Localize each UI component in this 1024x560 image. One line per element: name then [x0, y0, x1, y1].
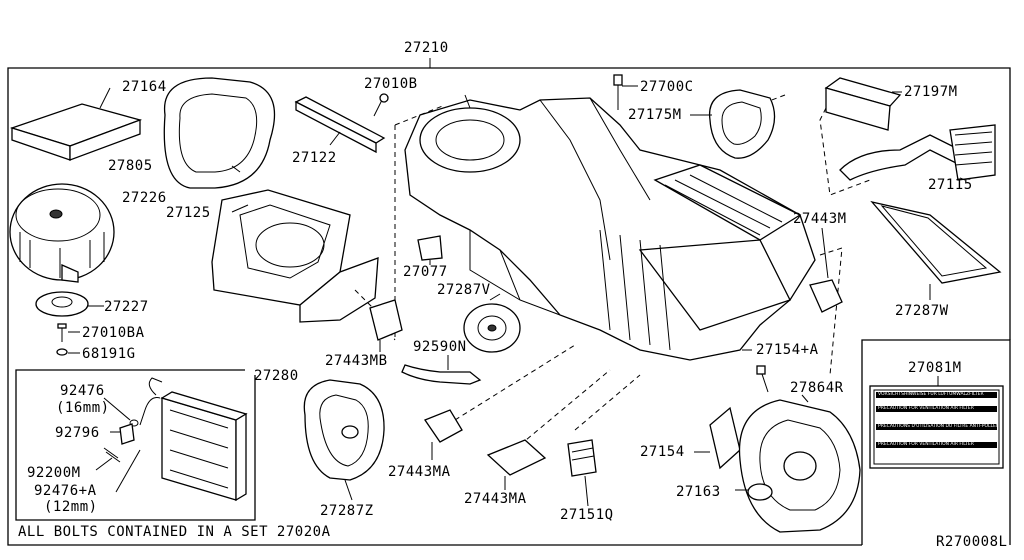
blower-motor-27226: [9, 183, 115, 283]
label-92796: 92796: [55, 425, 100, 441]
screw-27010B: [373, 93, 389, 117]
label-plate-text: VORSICHTSHINWEISE FUR LUFTUMWÄLZFILTER P…: [876, 392, 997, 448]
seal-27805: [163, 77, 276, 189]
bracket-27154: [694, 406, 741, 470]
label-92476-16mm-size: (16mm): [56, 400, 110, 416]
filter-27287W: [870, 200, 1002, 300]
label-27805: 27805: [108, 158, 153, 174]
duct-27175M: [690, 89, 776, 159]
motor-27163: [735, 483, 773, 501]
actuator-27443MA-a: [424, 409, 463, 460]
label-plate-line2: PRECAUTIONS D'UTILISATION DU FILTRE ANTI…: [876, 424, 997, 430]
label-27287Z: 27287Z: [320, 503, 374, 519]
label-92476A: 92476+A: [34, 483, 97, 499]
guide-bottom-1: [454, 344, 576, 421]
filter-element-27164: [9, 87, 143, 161]
label-plate-frame: [861, 339, 1011, 545]
heater-unit-case-27210: [404, 94, 816, 361]
label-27443MB: 27443MB: [325, 353, 388, 369]
valve-92796: [110, 423, 135, 445]
label-plate-title: VORSICHTSHINWEISE FUR LUFTUMWÄLZFILTER: [876, 392, 997, 398]
guide-right-side: [819, 247, 843, 376]
label-27077: 27077: [403, 264, 448, 280]
resistor-27151Q: [567, 439, 597, 507]
label-27115: 27115: [928, 177, 973, 193]
evaporator-inset-frame: [15, 369, 256, 521]
label-27864R: 27864R: [790, 380, 844, 396]
guide-hose: [819, 99, 871, 196]
actuator-27443M: [809, 227, 843, 313]
guide-bottom-3: [574, 374, 641, 431]
clip-68191G: [56, 348, 80, 356]
connector-27077: [417, 235, 443, 265]
expansion-valve-92200M: [95, 447, 121, 471]
label-27010B: 27010B: [364, 76, 418, 92]
label-27154: 27154: [640, 444, 685, 460]
bolt-set-note: ALL BOLTS CONTAINED IN A SET 27020A: [18, 524, 331, 540]
actuator-27443MA-b: [486, 439, 547, 490]
seal-strip-27122: [294, 96, 386, 154]
label-27443MA-b: 27443MA: [464, 491, 527, 507]
guide-bottom-2: [519, 369, 611, 446]
label-27287V: 27287V: [437, 282, 491, 298]
label-27125: 27125: [166, 205, 211, 221]
label-27197M: 27197M: [904, 84, 958, 100]
label-27443M: 27443M: [793, 211, 847, 227]
label-92200M: 92200M: [27, 465, 81, 481]
label-27210: 27210: [404, 40, 449, 56]
label-27287W: 27287W: [895, 303, 949, 319]
label-27081M: 27081M: [908, 360, 962, 376]
blower-fan-27287V: [463, 293, 521, 353]
fan-scroll-27287Z: [303, 379, 385, 501]
label-27280: 27280: [254, 368, 299, 384]
hose-27115: [839, 124, 996, 181]
label-92476A-size: (12mm): [44, 499, 98, 515]
o-ring-92476A: [115, 449, 141, 493]
label-27010BA: 27010BA: [82, 325, 145, 341]
label-27175M: 27175M: [628, 107, 682, 123]
main-frame: [7, 67, 1011, 546]
label-plate-line3: PRECAUTION FOR VENTILATION AIR FILTER: [876, 442, 997, 448]
label-27164: 27164: [122, 79, 167, 95]
label-plate-line1: PRECAUTION FOR VENTILATION AIR FILTER: [876, 406, 997, 412]
aspirator-27197M: [824, 77, 902, 131]
label-27227: 27227: [104, 299, 149, 315]
label-27151Q: 27151Q: [560, 507, 614, 523]
label-27163: 27163: [676, 484, 721, 500]
blower-assembly-27864R: [738, 394, 861, 533]
actuator-27443MB: [369, 299, 403, 352]
screw-27010BA: [57, 323, 80, 342]
motor-flange-27227: [35, 291, 104, 317]
reference-code: R270008L: [936, 534, 1008, 550]
o-ring-92476: [103, 397, 139, 427]
label-27700C: 27700C: [640, 79, 694, 95]
label-68191G: 68191G: [82, 346, 136, 362]
bolt-27154A: [742, 349, 769, 393]
label-27122: 27122: [292, 150, 337, 166]
sensor-27700C: [613, 74, 638, 110]
pipe-92590N: [401, 355, 482, 385]
label-27154A: 27154+A: [756, 342, 819, 358]
label-27443MA-a: 27443MA: [388, 464, 451, 480]
label-92590N: 92590N: [413, 339, 467, 355]
label-27226: 27226: [122, 190, 167, 206]
evaporator-27280: [139, 377, 248, 502]
label-92476-16mm: 92476: [60, 383, 105, 399]
blower-housing-27125: [211, 189, 379, 323]
